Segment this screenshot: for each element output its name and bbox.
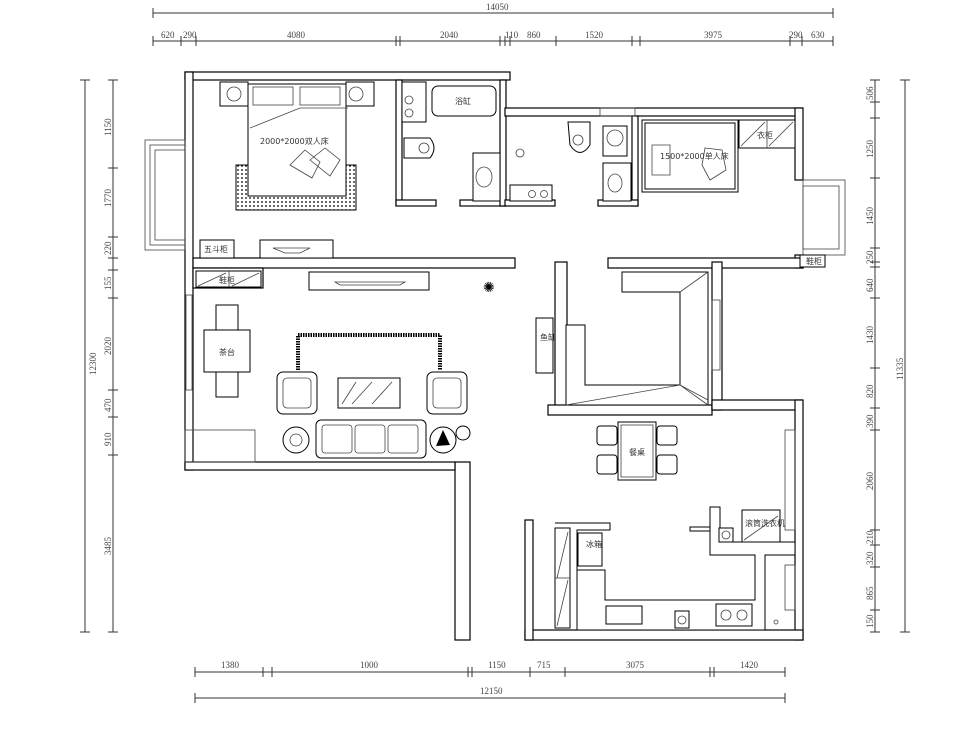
kitchen: 冰箱 滚筒洗衣机 [554,506,796,631]
dim-right: 320 [865,551,875,565]
single-bed-label: 1500*2000单人床 [660,151,729,161]
shoe-cabinet-label: 鞋柜 [219,275,235,285]
fish-tank [535,317,554,374]
dim-right: 1430 [865,326,875,345]
tv-cabinet [259,239,334,259]
dim-left: 3485 [103,537,113,556]
sofa [315,419,427,459]
second-bedroom: 1500*2000单人床 衣柜 鞋柜 [641,119,826,268]
bottom-dimensions: 1380 1000 1150 715 3075 1420 12150 [194,660,786,703]
dim-top: 620 [161,30,175,40]
dim-bottom: 1000 [360,660,379,670]
dim-right: 820 [865,384,875,398]
armchair [276,371,318,415]
dim-left: 1770 [103,189,113,208]
dining-table-label: 餐桌 [629,447,645,457]
double-bed [247,83,347,197]
rug-border [296,333,442,370]
dim-left: 220 [103,241,113,255]
fridge [577,532,603,567]
dim-top: 630 [811,30,825,40]
dim-top: 2040 [440,30,459,40]
washbasin [472,152,501,202]
bathtub [431,85,497,117]
dim-right: 1250 [865,140,875,159]
dim-left: 910 [103,432,113,446]
dim-right: 150 [865,614,875,628]
bathroom-1: 浴缸 [401,81,501,202]
dim-bottom: 3075 [626,660,645,670]
left-dimensions: 12300 1150 1770 220 155 2020 470 910 348… [80,79,118,633]
dim-right: 865 [865,586,875,600]
dim-right: 2060 [865,472,875,491]
top-dimensions: 14050 620 290 4080 2040 110 860 1520 397… [152,2,834,46]
bathroom-2 [509,121,632,202]
dim-right: 506 [865,86,875,100]
windows [144,107,846,611]
dim-top: 290 [789,30,803,40]
washer-label: 滚筒洗衣机 [745,518,785,528]
dim-top-total: 14050 [486,2,509,12]
chest-of-drawers [199,239,235,259]
side-table [282,426,310,454]
dim-right: 390 [865,414,875,428]
bathtub-label: 浴缸 [455,96,471,106]
chair [596,454,618,475]
sink [605,605,643,625]
toilet [567,121,591,153]
fridge-label: 冰箱 [586,539,602,549]
dim-right: 1450 [865,207,875,226]
dim-bottom: 1420 [740,660,759,670]
coffee-table [337,377,401,409]
dim-top: 4080 [287,30,306,40]
dim-top: 3975 [704,30,723,40]
living-room: 鞋柜 ✺ 茶台 鱼缸 [195,270,556,459]
dim-left-total: 12300 [88,352,98,375]
dim-left: 1150 [103,118,113,136]
dim-bottom: 1150 [488,660,506,670]
dim-bottom: 715 [537,660,551,670]
nightstand [219,81,249,107]
dim-right: 250 [865,250,875,264]
l-counter [565,271,709,406]
dim-right-total: 11335 [895,357,905,380]
double-bed-label: 2000*2000双人床 [260,136,329,146]
stove-unit [509,184,553,202]
dim-top: 860 [527,30,541,40]
dim-left: 470 [103,398,113,412]
tea-table [203,329,251,373]
chair [596,425,618,446]
water-heater [602,125,628,157]
dim-right: 210 [865,530,875,544]
dim-left: 155 [103,276,113,290]
nightstand [345,81,375,107]
tv-cabinet [308,271,430,291]
dim-left: 2020 [103,337,113,356]
gas-stove [715,603,753,627]
dim-bottom: 1380 [221,660,240,670]
chair [656,454,678,475]
washbasin [602,162,632,202]
tea-table-label: 茶台 [219,347,235,357]
armchair [426,371,468,415]
fish-tank-label: 鱼缸 [540,332,556,342]
dim-top: 1520 [585,30,604,40]
shoe-cabinet [195,270,262,288]
master-bedroom: 2000*2000双人床 五斗柜 [199,81,375,259]
dim-right: 640 [865,278,875,292]
side-cabinet [799,254,826,268]
wardrobe-label: 衣柜 [757,130,773,140]
dim-bottom-total: 12150 [480,686,503,696]
chair [656,425,678,446]
plant-icon: ✺ [483,280,495,296]
right-dimensions: 11335 506 1250 1450 250 640 1430 820 390… [865,79,910,633]
chest-label: 五斗柜 [204,244,228,254]
walls [184,71,804,641]
dim-top: 110 [505,30,519,40]
dining-table [617,421,657,481]
dim-top: 290 [183,30,197,40]
side-cabinet-label: 鞋柜 [806,256,822,266]
dining-area: 餐桌 [596,421,678,481]
